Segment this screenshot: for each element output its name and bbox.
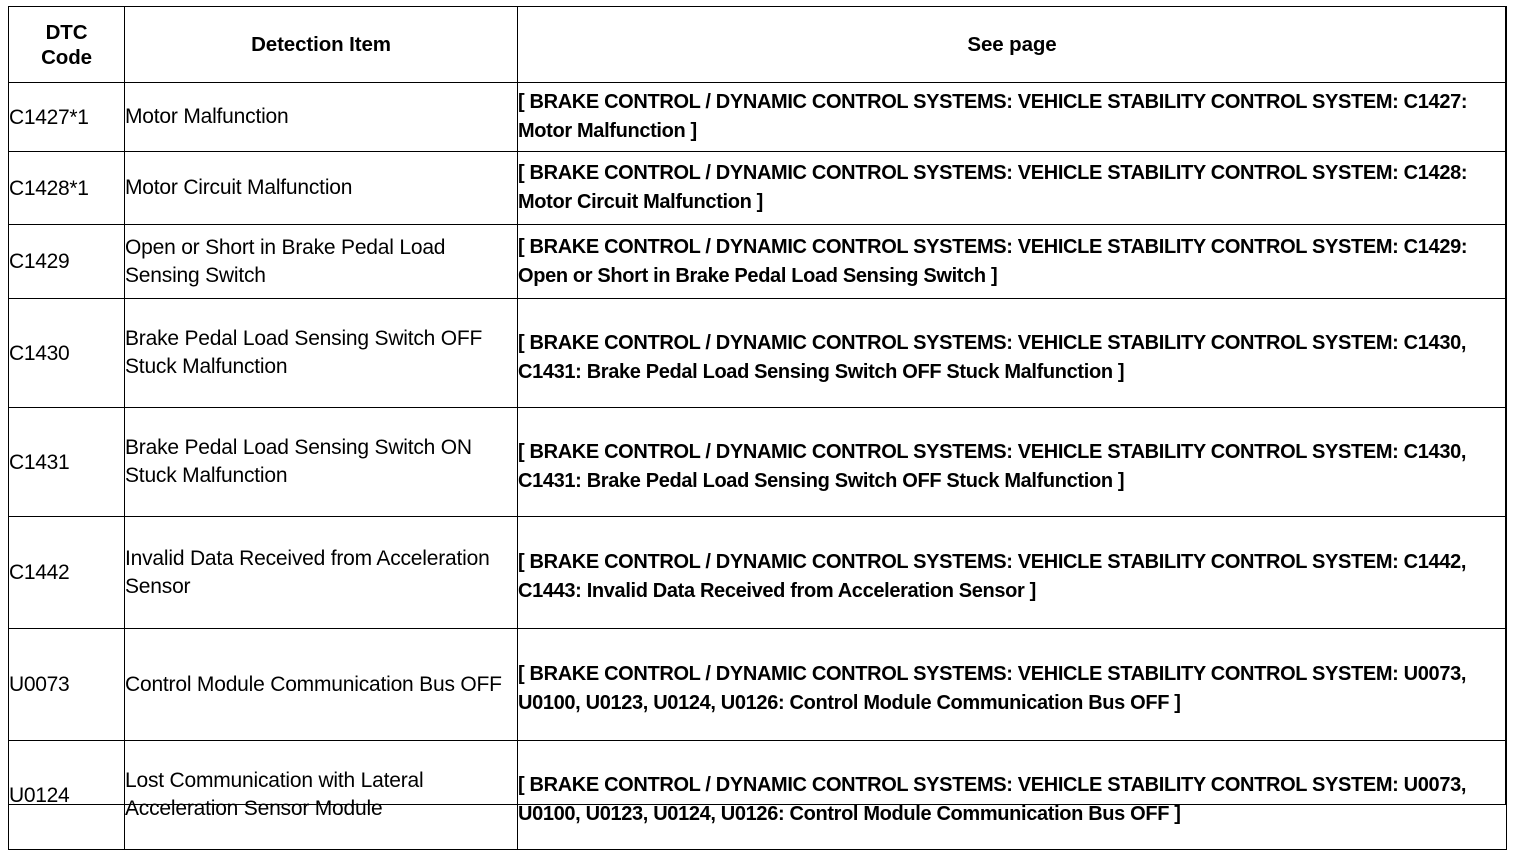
cell-detection-item: Lost Communication with Lateral Accelera… [124,740,518,850]
cell-detection-item: Brake Pedal Load Sensing Switch ON Stuck… [124,407,518,517]
document-page: DTC Code Detection Item See page C1427*1… [8,6,1507,850]
table-row: C1431 Brake Pedal Load Sensing Switch ON… [8,407,1507,517]
column-header-dtc-code: DTC Code [8,6,125,83]
table-header: DTC Code Detection Item See page [8,6,1507,83]
dtc-code-header-line1: DTC [45,20,88,44]
cell-see-page: [ BRAKE CONTROL / DYNAMIC CONTROL SYSTEM… [517,151,1507,225]
table-row: C1427*1 Motor Malfunction [ BRAKE CONTRO… [8,82,1507,152]
cell-dtc-code: C1430 [8,298,125,408]
table-row: U0124 Lost Communication with Lateral Ac… [8,740,1507,850]
cell-dtc-code: C1428*1 [8,151,125,225]
cell-dtc-code: U0124 [8,740,125,850]
cell-detection-item: Motor Malfunction [124,82,518,152]
cell-see-page: [ BRAKE CONTROL / DYNAMIC CONTROL SYSTEM… [517,628,1507,741]
cell-dtc-code: C1429 [8,224,125,299]
cell-see-page: [ BRAKE CONTROL / DYNAMIC CONTROL SYSTEM… [517,224,1507,299]
cell-detection-item: Motor Circuit Malfunction [124,151,518,225]
table-row: C1429 Open or Short in Brake Pedal Load … [8,224,1507,299]
table-row: C1430 Brake Pedal Load Sensing Switch OF… [8,298,1507,408]
column-header-see-page: See page [517,6,1507,83]
cell-detection-item: Brake Pedal Load Sensing Switch OFF Stuc… [124,298,518,408]
cell-dtc-code: C1431 [8,407,125,517]
cell-see-page: [ BRAKE CONTROL / DYNAMIC CONTROL SYSTEM… [517,740,1507,850]
cell-dtc-code: U0073 [8,628,125,741]
cell-detection-item: Open or Short in Brake Pedal Load Sensin… [124,224,518,299]
cell-see-page: [ BRAKE CONTROL / DYNAMIC CONTROL SYSTEM… [517,82,1507,152]
cell-see-page: [ BRAKE CONTROL / DYNAMIC CONTROL SYSTEM… [517,516,1507,629]
cell-dtc-code: C1442 [8,516,125,629]
table-row: U0073 Control Module Communication Bus O… [8,628,1507,741]
cell-dtc-code: C1427*1 [8,82,125,152]
cell-detection-item: Invalid Data Received from Acceleration … [124,516,518,629]
dtc-code-table: DTC Code Detection Item See page C1427*1… [8,6,1507,850]
cell-see-page: [ BRAKE CONTROL / DYNAMIC CONTROL SYSTEM… [517,298,1507,408]
header-row: DTC Code Detection Item See page [8,6,1507,83]
cell-detection-item: Control Module Communication Bus OFF [124,628,518,741]
table-body: C1427*1 Motor Malfunction [ BRAKE CONTRO… [8,82,1507,850]
cell-see-page: [ BRAKE CONTROL / DYNAMIC CONTROL SYSTEM… [517,407,1507,517]
table-row: C1428*1 Motor Circuit Malfunction [ BRAK… [8,151,1507,225]
dtc-code-header-line2: Code [41,45,92,69]
table-row: C1442 Invalid Data Received from Acceler… [8,516,1507,629]
column-header-detection-item: Detection Item [124,6,518,83]
